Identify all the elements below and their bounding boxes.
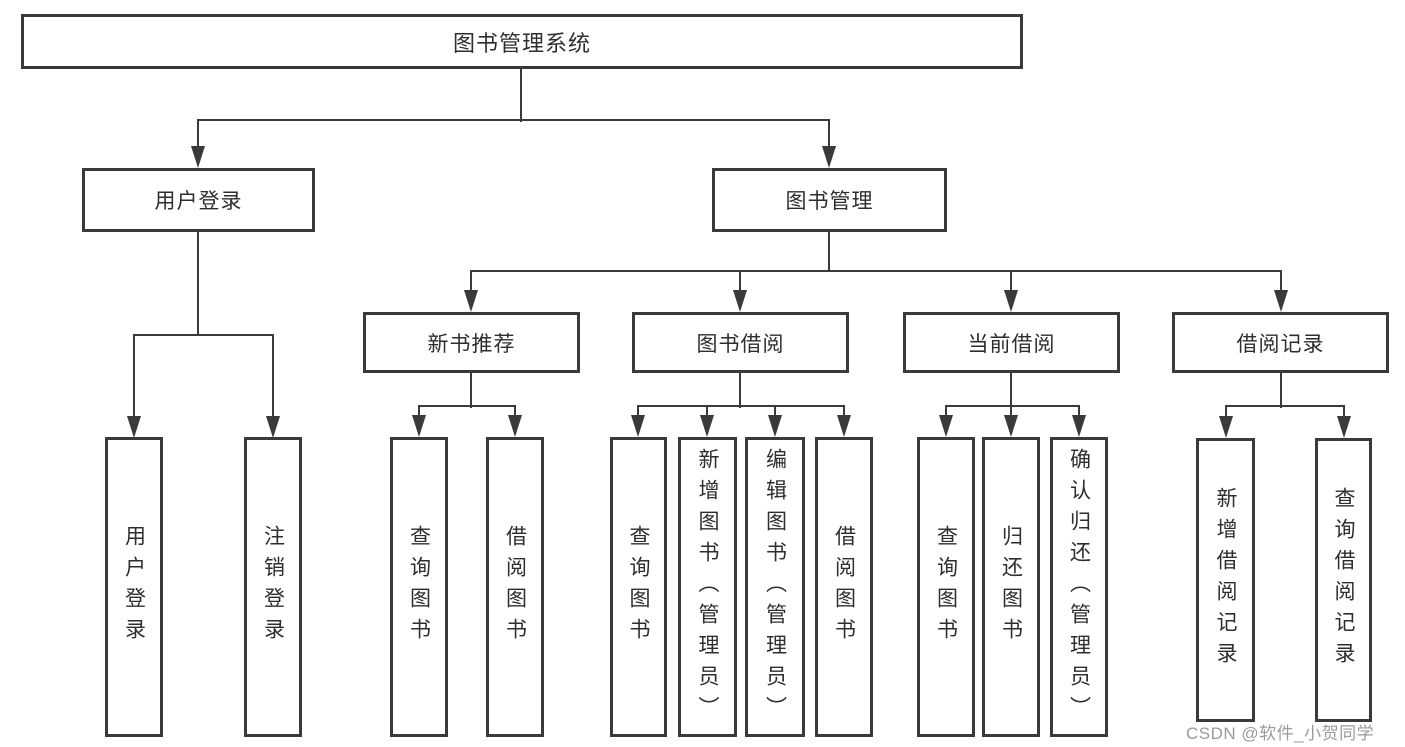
connector-line [843,405,845,417]
node-label: 归还图书 [999,525,1023,649]
node-label: 查询图书 [407,525,431,649]
leaf-borrow-books: 借阅图书 [815,437,873,737]
connector-line [133,334,135,418]
arrow-down-icon [191,146,205,168]
arrow-down-icon [939,415,953,437]
connector-line [272,334,274,418]
connector-line [197,232,199,336]
connector-line [739,373,741,408]
node-new-book-recommend: 新书推荐 [363,312,580,373]
connector-line [828,232,830,272]
leaf-add-books-admin: 新增图书（管理员） [678,437,737,737]
leaf-edit-books-admin: 编辑图书（管理员） [745,437,805,737]
node-user-login: 用户登录 [82,168,315,232]
arrow-down-icon [733,290,747,312]
connector-line [197,119,830,121]
leaf-query-borrow-record: 查询借阅记录 [1315,438,1372,722]
node-current-borrowing: 当前借阅 [903,312,1120,373]
leaf-return-books: 归还图书 [982,437,1040,737]
connector-line [418,405,516,407]
node-label: 图书管理 [785,190,874,213]
arrow-down-icon [464,290,478,312]
leaf-confirm-return-admin: 确认归还（管理员） [1050,437,1108,737]
arrow-down-icon [822,146,836,168]
connector-line [1280,373,1282,408]
arrow-down-icon [1337,416,1351,438]
connector-line [1010,373,1012,408]
node-label: 当前借阅 [967,332,1056,356]
arrow-down-icon [1219,416,1233,438]
leaf-borrow-books-recommend: 借阅图书 [486,437,544,737]
node-label: 确认归还（管理员） [1067,447,1091,727]
connector-line [470,270,1282,272]
node-label: 查询图书 [934,525,958,649]
arrow-down-icon [768,415,782,437]
leaf-add-borrow-record: 新增借阅记录 [1196,438,1255,722]
connector-line [637,405,639,417]
arrow-down-icon [508,415,522,437]
connector-line [520,69,522,122]
node-label: 图书管理系统 [452,30,591,56]
leaf-query-books-recommend: 查询图书 [390,437,448,737]
connector-line [418,405,420,417]
connector-line [1010,270,1012,294]
arrow-down-icon [700,415,714,437]
node-label: 新增借阅记录 [1214,487,1237,673]
connector-line [1280,270,1282,294]
node-label: 新书推荐 [427,332,516,356]
arrow-down-icon [1072,415,1086,437]
connector-line [706,405,708,417]
node-label: 注销登录 [261,525,285,649]
connector-line [470,373,472,408]
leaf-logout: 注销登录 [244,437,302,737]
arrow-down-icon [1004,290,1018,312]
connector-line [1225,405,1227,418]
leaf-query-books-borrow: 查询图书 [610,437,667,737]
node-label: 编辑图书（管理员） [763,447,787,727]
node-book-management: 图书管理 [712,168,947,232]
connector-line [945,405,947,417]
connector-line [197,119,199,150]
node-label: 图书借阅 [696,332,785,356]
csdn-watermark: CSDN @软件_小贺同学 [1186,724,1375,743]
connector-line [1225,405,1345,407]
node-borrowing-records: 借阅记录 [1172,312,1389,373]
arrow-down-icon [266,416,280,438]
node-library-management-system: 图书管理系统 [21,14,1023,69]
node-label: 用户登录 [122,525,146,649]
node-label: 借阅记录 [1236,332,1325,356]
node-label: 借阅图书 [832,525,856,649]
node-label: 查询图书 [627,525,650,649]
leaf-query-books-current: 查询图书 [917,437,975,737]
connector-line [470,270,472,294]
arrow-down-icon [837,415,851,437]
connector-line [1343,405,1345,418]
node-book-borrowing: 图书借阅 [632,312,849,373]
node-label: 查询借阅记录 [1332,487,1355,673]
connector-line [1078,405,1080,417]
connector-line [739,270,741,294]
arrow-down-icon [631,415,645,437]
arrow-down-icon [412,415,426,437]
connector-line [514,405,516,417]
connector-line [133,334,274,336]
connector-line [637,405,845,407]
leaf-user-login: 用户登录 [105,437,163,737]
arrow-down-icon [1004,415,1018,437]
node-label: 新增图书（管理员） [696,447,719,727]
connector-line [1010,405,1012,417]
connector-line [828,119,830,150]
node-label: 借阅图书 [503,525,527,649]
connector-line [945,405,1080,407]
arrow-down-icon [1274,290,1288,312]
connector-line [774,405,776,417]
arrow-down-icon [127,416,141,438]
node-label: 用户登录 [154,190,243,213]
